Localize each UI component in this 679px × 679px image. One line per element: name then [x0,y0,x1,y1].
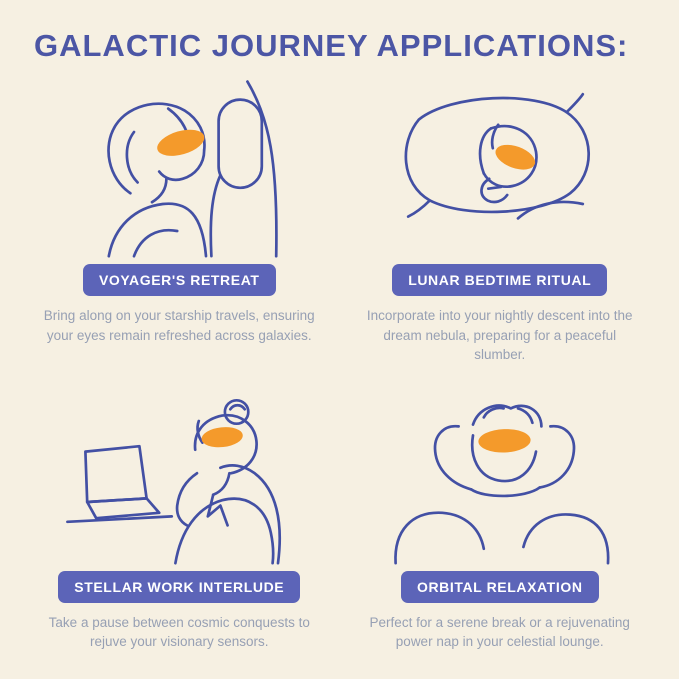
card-label-badge: VOYAGER'S RETREAT [82,264,276,296]
page-title: GALACTIC JOURNEY APPLICATIONS: [34,28,629,63]
desk-break-illustration [34,385,325,565]
card-description: Incorporate into your nightly descent in… [366,308,633,363]
card-description: Perfect for a serene break or a rejuvena… [369,614,630,650]
sleep-mask-icon [478,428,531,453]
sleep-mask-icon [495,144,535,170]
card-orbital-relaxation: ORBITAL RELAXATION Perfect for a serene … [355,385,646,652]
card-description: Bring along on your starship travels, en… [43,308,315,343]
applications-grid: VOYAGER'S RETREAT Bring along on your st… [34,78,645,652]
card-label-badge: ORBITAL RELAXATION [400,570,599,603]
pillow-sleep-illustration [355,78,646,258]
sleep-mask-icon [157,129,205,156]
airplane-nap-illustration [34,78,325,258]
airplane-nap-art [107,80,279,258]
card-label-badge: LUNAR BEDTIME RITUAL [392,264,608,296]
card-description: Take a pause between cosmic conquests to… [48,614,310,650]
desk-break-art [66,398,282,565]
sleep-mask-icon [201,426,244,447]
card-lunar-bedtime-ritual: LUNAR BEDTIME RITUAL Incorporate into yo… [355,78,646,365]
card-voyagers-retreat: VOYAGER'S RETREAT Bring along on your st… [34,78,325,365]
lounge-nap-art [393,403,610,565]
infographic: GALACTIC JOURNEY APPLICATIONS: [34,28,645,652]
card-label-badge: STELLAR WORK INTERLUDE [58,570,301,603]
lounge-nap-illustration [355,385,646,565]
pillow-sleep-art [404,92,590,220]
card-stellar-work-interlude: STELLAR WORK INTERLUDE Take a pause betw… [34,385,325,652]
